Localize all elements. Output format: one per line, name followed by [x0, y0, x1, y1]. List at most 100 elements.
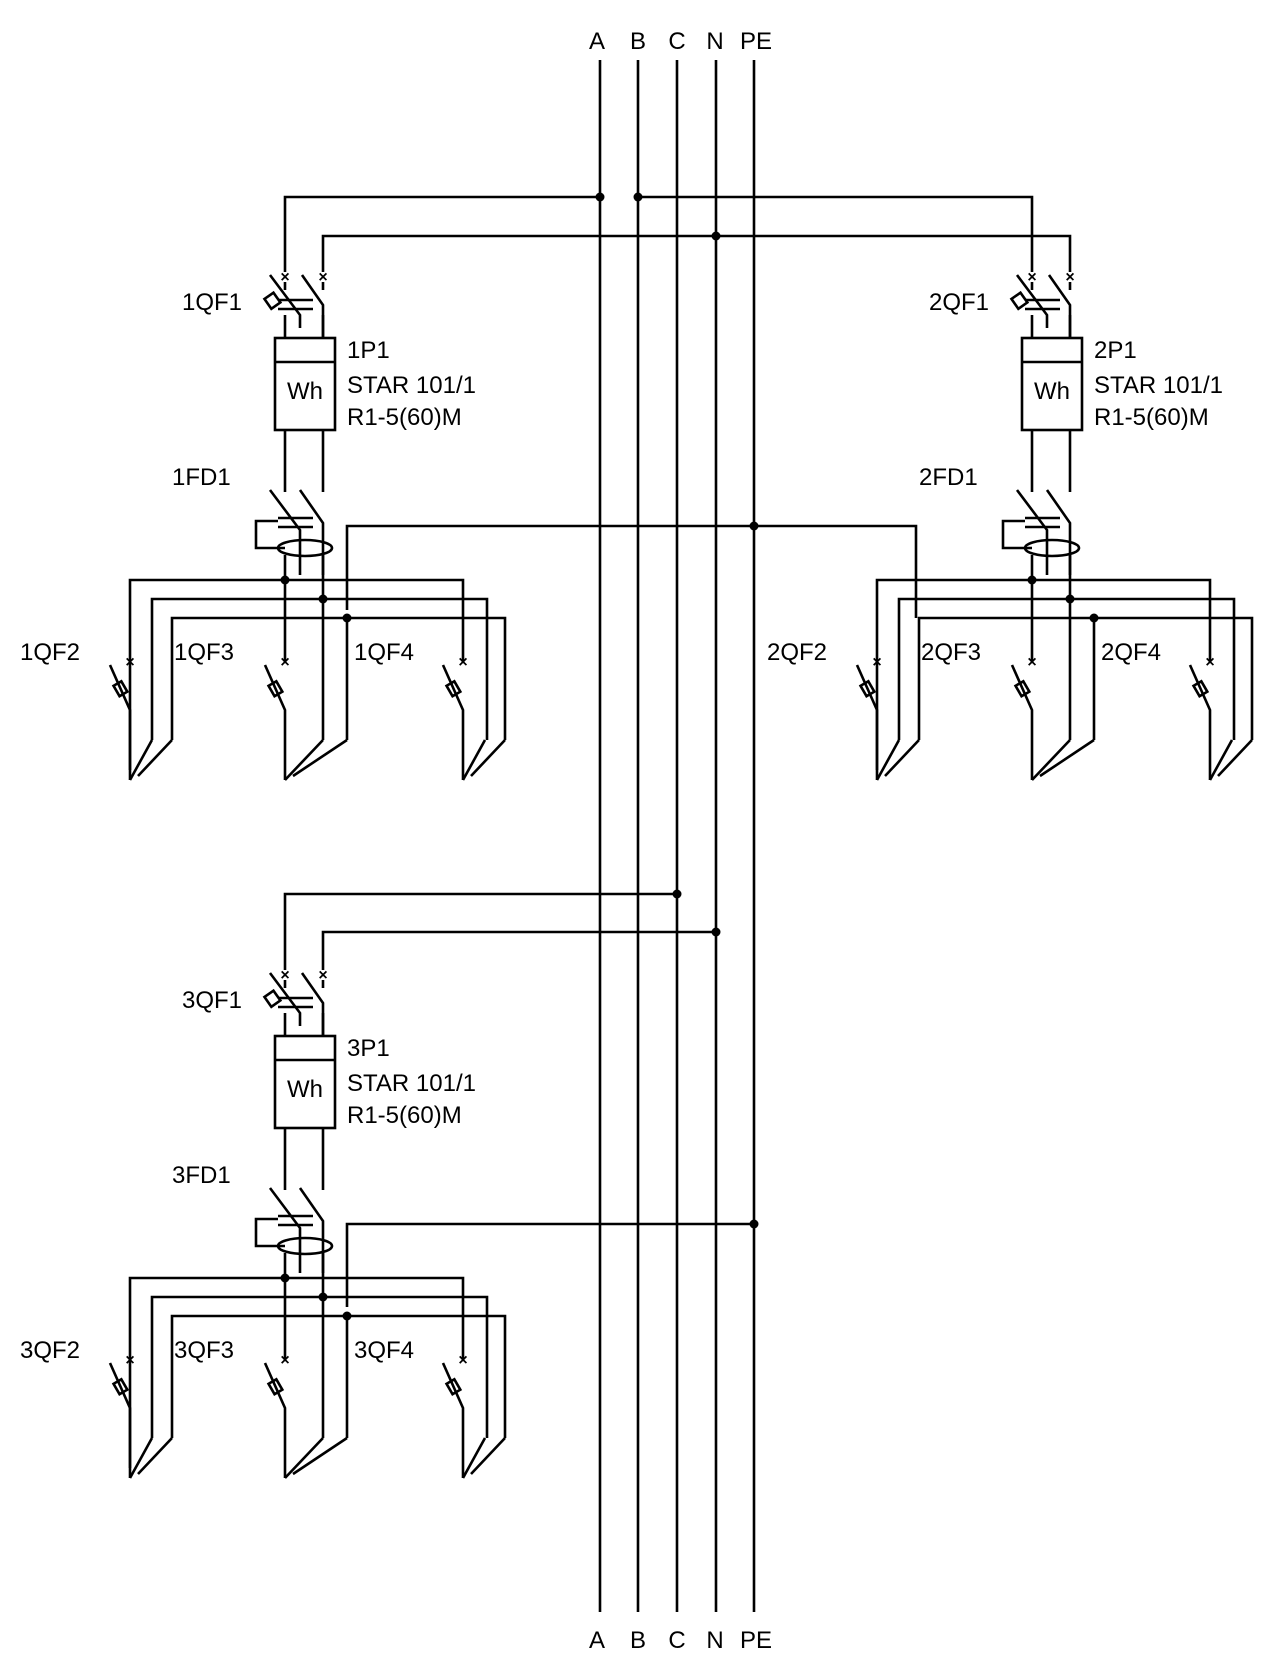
load-pe-wire [884, 739, 920, 777]
breaker-release-icon [111, 1377, 130, 1396]
terminal-x-icon: × [280, 967, 289, 984]
branch-circuit: × 3QF2 [20, 1337, 173, 1479]
meter-model-label: STAR 101/1 [1094, 372, 1223, 399]
terminal-x-icon: × [1205, 654, 1214, 671]
branch-breaker-label: 3QF4 [354, 1337, 414, 1364]
terminal-x-icon: × [872, 654, 881, 671]
junction-dot [633, 192, 643, 202]
branch-breaker-blade [108, 1362, 132, 1478]
terminal-x-icon: × [280, 269, 289, 286]
load-return-wire [1208, 739, 1234, 781]
bus-label-b-bottom: B [630, 1627, 646, 1654]
breaker-release-icon [266, 1377, 285, 1396]
phase-distribution-bar [875, 578, 1212, 770]
junction-dot [1065, 594, 1075, 604]
meter-symbol: Wh [287, 378, 323, 405]
branch-breaker-label: 1QF4 [354, 639, 414, 666]
meter-id-label: 2P1 [1094, 337, 1137, 364]
bus-label-n-bottom: N [706, 1627, 723, 1654]
bus-label-a-bottom: A [589, 1627, 605, 1654]
pe-distribution-bar [170, 616, 507, 740]
bus-labels-top: A B C N PE [589, 28, 772, 55]
load-return-wire [128, 739, 154, 781]
branch-circuit: × 3QF4 [354, 1337, 506, 1479]
branch-breaker-label: 2QF4 [1101, 639, 1161, 666]
junction-dot [672, 889, 682, 899]
terminal-x-icon: × [1065, 269, 1074, 286]
rcd-label: 1FD1 [172, 464, 231, 491]
main-breaker-meter-rcd-symbols [1001, 273, 1084, 607]
breaker-release-icon [444, 1377, 463, 1396]
branch-breaker-blade [855, 664, 879, 780]
branch-circuit: × 2QF3 [921, 580, 1096, 781]
load-pe-wire [1217, 739, 1253, 777]
load-pe-wire [292, 1436, 348, 1476]
neutral-distribution-bar [150, 597, 489, 740]
main-breaker-label: 1QF1 [182, 289, 242, 316]
meter-rating-label: R1-5(60)M [1094, 404, 1209, 431]
feeder-3-neutral [321, 930, 716, 970]
breaker-release-icon [266, 679, 285, 698]
load-return-wire [284, 1437, 324, 1479]
meter-symbol: Wh [287, 1076, 323, 1103]
terminal-x-icon: × [125, 654, 134, 671]
branch-breaker-label: 3QF2 [20, 1337, 80, 1364]
terminal-x-icon: × [1027, 654, 1036, 671]
load-return-wire [284, 739, 324, 781]
branch-breaker-blade [263, 664, 287, 780]
terminal-x-icon: × [318, 967, 327, 984]
branch-breaker-label: 2QF2 [767, 639, 827, 666]
bus-labels-bottom: A B C N PE [589, 1627, 772, 1654]
branch-breaker-blade [1010, 664, 1034, 780]
phase-distribution-bar [128, 578, 465, 770]
feeder-2-neutral [716, 234, 1072, 272]
main-breaker-meter-rcd-symbols [254, 971, 337, 1305]
terminal-x-icon: × [280, 1352, 289, 1369]
meter-model-label: STAR 101/1 [347, 1070, 476, 1097]
breaker-release-icon [1191, 679, 1210, 698]
bus-label-pe-bottom: PE [740, 1627, 772, 1654]
load-return-wire [461, 1437, 487, 1479]
branch-breaker-blade [108, 664, 132, 780]
main-breaker-meter-rcd-symbols [254, 273, 337, 607]
bus-label-b-top: B [630, 28, 646, 55]
load-return-wire [461, 739, 487, 781]
neutral-distribution-bar [150, 1295, 489, 1438]
bus-label-pe-top: PE [740, 28, 772, 55]
load-pe-wire [1039, 738, 1095, 778]
branch-breaker-label: 3QF3 [174, 1337, 234, 1364]
main-breaker-label: 2QF1 [929, 289, 989, 316]
breaker-release-icon [858, 679, 877, 698]
branch-breaker-label: 2QF3 [921, 639, 981, 666]
branch-breaker-blade [441, 1362, 465, 1478]
junction-dot [711, 927, 721, 937]
neutral-distribution-bar [897, 597, 1236, 740]
breaker-release-icon [1013, 679, 1032, 698]
meter-rating-label: R1-5(60)M [347, 404, 462, 431]
pe-bar-group-3 [345, 1222, 754, 1307]
terminal-x-icon: × [1027, 269, 1036, 286]
terminal-x-icon: × [280, 654, 289, 671]
meter-model-label: STAR 101/1 [347, 372, 476, 399]
load-return-wire [128, 1437, 154, 1479]
terminal-x-icon: × [318, 269, 327, 286]
junction-dot [595, 192, 605, 202]
terminal-x-icon: × [125, 1352, 134, 1369]
branch-circuit: ×1QF4 [354, 639, 506, 781]
terminal-x-icon: × [458, 1352, 467, 1369]
load-pe-wire [137, 1437, 173, 1475]
branch-circuit: × 2QF2 [767, 639, 920, 781]
meter-symbol: Wh [1034, 378, 1070, 405]
pe-distribution-bar [917, 616, 1254, 740]
branch-breaker-label: 1QF3 [174, 639, 234, 666]
feeder-2-phase [638, 195, 1034, 272]
bus-label-c-top: C [668, 28, 685, 55]
feeder-1-neutral [321, 234, 716, 272]
branch-breaker-blade [1188, 664, 1212, 780]
junction-dot [318, 1292, 328, 1302]
load-pe-wire [470, 1437, 506, 1475]
